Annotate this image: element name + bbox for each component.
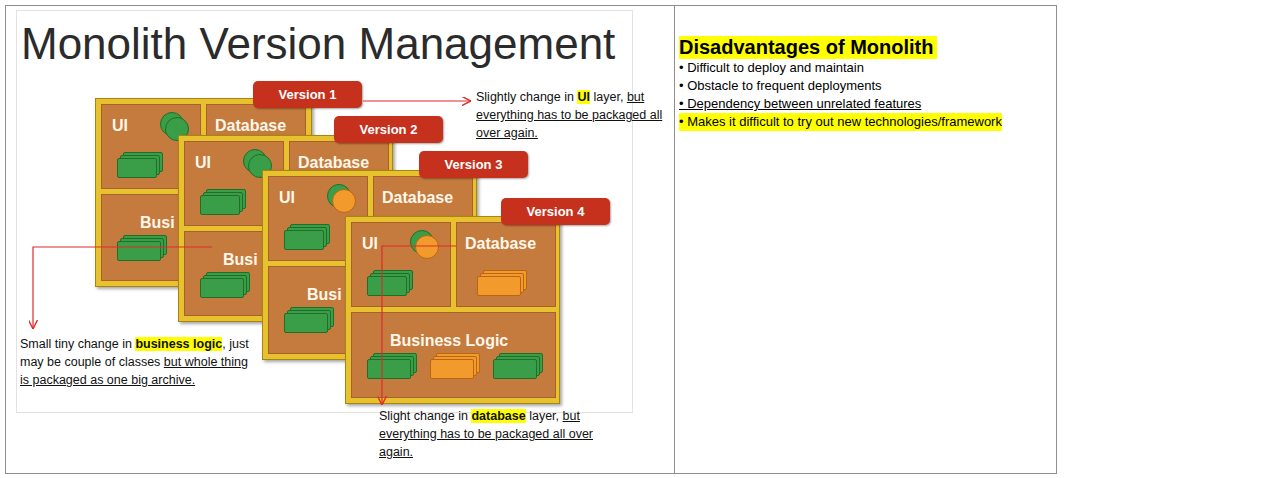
callout-text: UI [577,90,590,104]
callout-text: layer, [529,409,559,423]
layer-label: UI [279,189,295,207]
version-tag: Version 1 [253,81,362,108]
version-tag: Version 2 [334,116,443,143]
diagram-title: Monolith Version Management [21,19,615,69]
leader-line [363,100,471,101]
business-layer: Business Logic [351,312,556,398]
layer-label: Database [382,189,453,207]
layer-label: Busi [223,251,258,269]
stack-icon [493,359,537,379]
layer-label: Database [215,117,286,135]
bullet-item: • Makes it difficult to try out new tech… [679,113,1002,131]
image-border [17,11,633,413]
database-layer: Database [456,222,556,307]
stack-icon [117,241,161,261]
stack-icon [367,276,407,296]
ui-layer: UI [351,222,451,307]
callout-text: business logic [135,337,222,351]
layer-label: UI [195,154,211,172]
callout-text: Small tiny change in [20,337,132,351]
version-tag: Version 3 [419,151,528,178]
bullet-item: • Difficult to deploy and maintain [679,59,864,77]
stack-icon [284,313,328,333]
version-card: Version 4UIDatabaseBusiness Logic [345,216,560,404]
cell-divider [674,6,675,474]
callout-note: Slightly change inUIlayer,but everything… [476,88,671,142]
layer-label: Database [465,235,536,253]
bullet-item: • Obstacle to frequent deployments [679,77,882,95]
bullet-item: • Dependency between unrelated features [679,95,921,113]
callout-text: database [471,409,525,423]
stack-icon [367,359,411,379]
disadvantage-list: Disadvantages of Monolith• Difficult to … [679,36,1054,131]
stack-icon [117,158,157,178]
stack-icon [477,276,521,296]
layer-label: UI [112,117,128,135]
callout-text: Slight change in [379,409,468,423]
component-circle [332,189,356,213]
layer-label: Busi [307,286,342,304]
callout-note: Slight change indatabaselayer,but everyt… [379,407,601,461]
callout-text: layer, [593,90,623,104]
stack-icon [200,195,240,215]
version-tag: Version 4 [501,198,610,225]
panel-heading: Disadvantages of Monolith [679,36,937,59]
layer-label: UI [362,235,378,253]
outer-border [6,6,1057,474]
stack-icon [284,230,324,250]
leader-line [33,247,212,329]
stack-icon [200,278,244,298]
callout-text: Slightly change in [476,90,574,104]
layer-label: Busi [140,214,175,232]
callout-note: Small tiny change inbusiness logic, just… [20,335,258,389]
leader-line [382,246,456,405]
layer-label: Business Logic [390,332,508,350]
stack-icon [430,359,474,379]
component-circle [415,235,439,259]
